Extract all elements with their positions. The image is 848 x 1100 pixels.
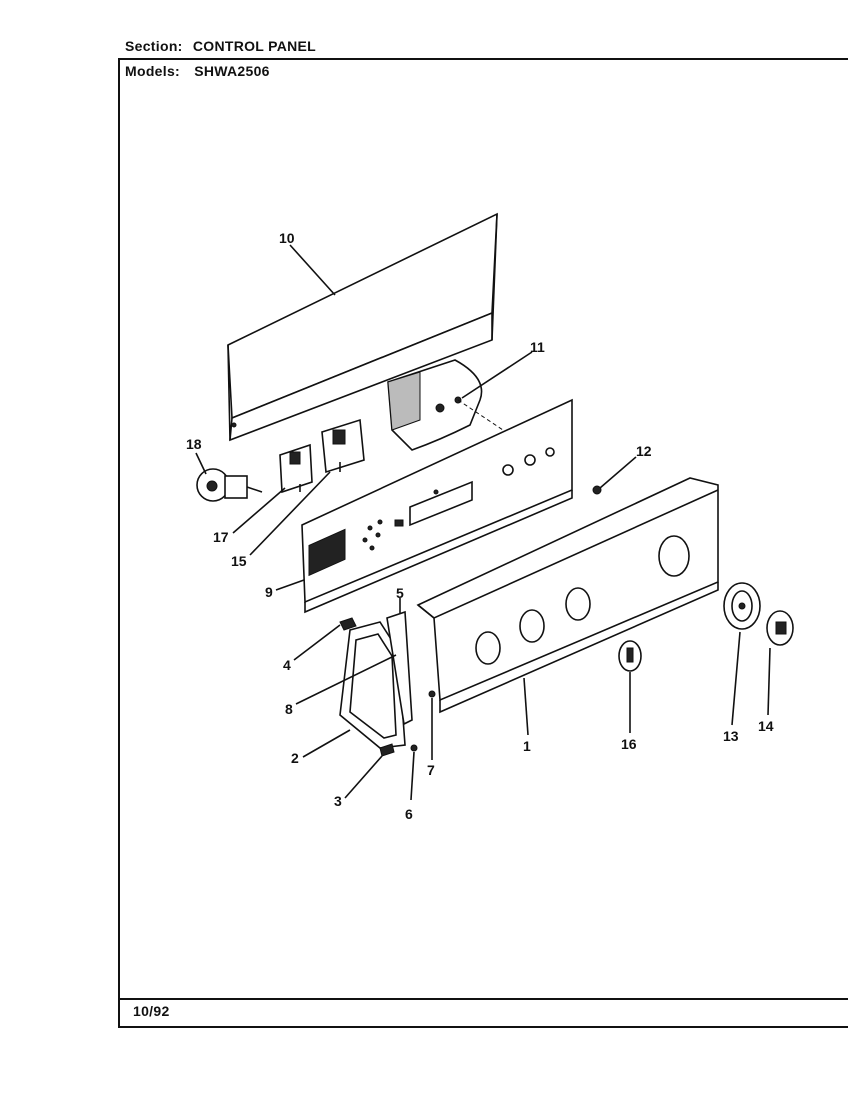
part-5-trim-strip [386,610,413,726]
callout-3: 3 [334,793,342,809]
diagram-frame [118,58,848,1028]
footer-date: 10/92 [133,1003,170,1019]
section-header: Section: CONTROL PANEL [125,38,316,54]
section-label: Section: [125,38,183,54]
callout-11: 11 [530,339,545,355]
callout-5: 5 [396,585,404,601]
callout-6: 6 [405,806,413,822]
part-12-screw [592,485,602,495]
section-value: CONTROL PANEL [192,38,317,54]
part-13-dial [723,582,761,630]
callout-2: 2 [291,750,299,766]
part-17-switch [279,443,313,494]
part-1-front-console [416,477,719,714]
models-header: Models: SHWA2506 [125,63,270,79]
callout-9: 9 [265,584,273,600]
part-6-screw [410,744,418,752]
callout-12: 12 [636,443,652,459]
callout-18: 18 [186,436,202,452]
part-2-bracket [339,621,406,749]
part-15-switch [321,418,365,474]
leader-lines [195,244,771,801]
part-3-clip [379,743,395,757]
callout-15: 15 [231,553,247,569]
callout-17: 17 [213,529,229,545]
part-4-clip [339,617,357,631]
callout-labels: 10 11 12 18 17 15 9 5 4 8 2 3 6 7 1 16 1… [186,230,774,822]
models-value: SHWA2506 [194,63,270,79]
part-9-console-panel [301,398,573,614]
callout-16: 16 [621,736,637,752]
part-10-rear-panel [227,212,498,442]
part-16-knob [618,640,642,672]
part-11-timer [387,359,546,459]
part-18-switch [196,468,263,502]
footer-separator [118,998,848,1000]
callout-8: 8 [285,701,293,717]
callout-10: 10 [279,230,295,246]
callout-1: 1 [523,738,531,754]
callout-7: 7 [427,762,435,778]
models-label: Models: [125,63,180,79]
callout-13: 13 [723,728,739,744]
callout-4: 4 [283,657,291,673]
part-14-knob [766,610,794,646]
part-7-screw [428,690,436,698]
callout-14: 14 [758,718,774,734]
